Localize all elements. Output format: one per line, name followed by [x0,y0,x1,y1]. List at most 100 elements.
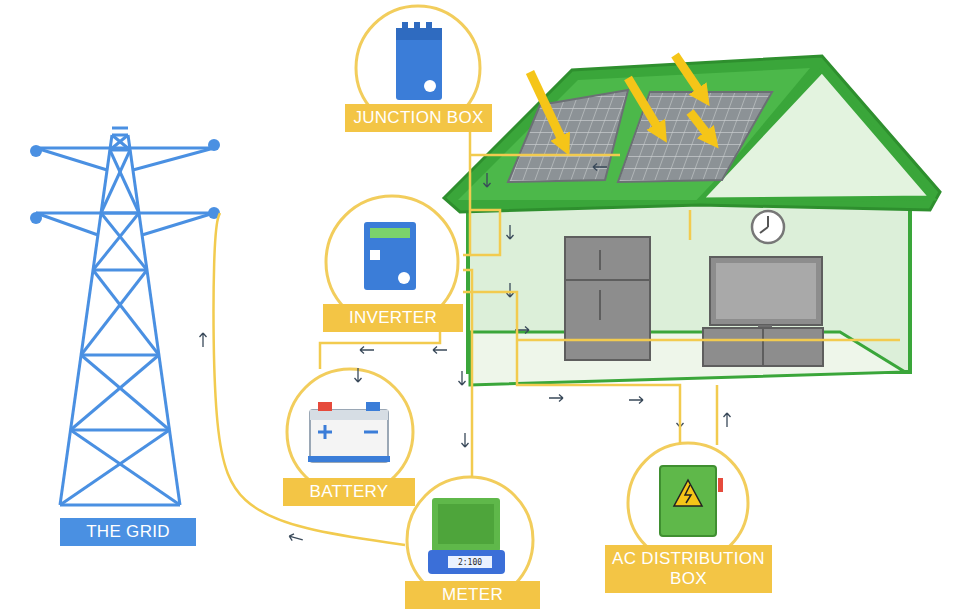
component-icon [370,228,410,238]
house-illustration [762,328,764,366]
component-label: METER [442,585,503,605]
label-band: THE GRID [60,518,196,546]
component-node: INVERTER [323,196,463,332]
flow-arrow [433,347,447,354]
house-illustration [444,56,940,385]
component-node: METER [405,477,540,609]
house-illustration [716,263,816,319]
power-wire [463,270,472,477]
component-label: THE GRID [86,522,170,542]
component-icon [432,498,500,552]
tower-strut [71,429,170,432]
flow-arrow [507,283,514,297]
wire [517,339,900,342]
house-illustration [444,56,940,212]
tower-strut [71,355,159,430]
component-circle [287,369,413,495]
tower-strut [60,430,169,505]
sunlight-arrow [690,112,708,135]
wire [470,210,500,255]
wire [716,385,719,445]
house-illustration [703,328,823,366]
transmission-tower [36,128,214,505]
house-illustration [752,211,784,243]
wire [470,155,900,445]
house-illustration [565,237,650,360]
component-icon [448,556,492,568]
house-illustration [760,216,768,233]
component-icon [685,485,691,503]
flow-arrow [200,333,207,347]
tower-strut [36,148,107,170]
tower-strut [81,270,147,355]
label-band: AC DISTRIBUTION BOX [605,545,772,593]
house-illustration [508,90,628,182]
tower-strut [93,213,139,270]
power-wire [463,292,680,443]
tower-strut [60,135,112,505]
tower-strut [93,270,159,355]
component-icon [438,504,494,544]
tower-strut [81,354,159,357]
tower-strut [36,213,98,235]
component-circle [287,6,748,603]
component-label: INVERTER [349,308,437,328]
tower-insulator [30,139,220,224]
component-icon [318,425,332,439]
flow-arrow [484,173,491,187]
label-band: JUNCTION BOX [345,104,492,132]
flow-arrow [629,397,643,404]
flow-arrow [355,368,362,382]
component-node: THE GRID [30,128,220,546]
tower-strut [128,135,180,505]
house-illustration [710,257,822,325]
label-band: BATTERY [283,478,415,506]
meter-reading: 2:100 [458,558,482,567]
tower-strut [71,430,180,505]
tower-strut [36,147,214,150]
component-node: JUNCTION BOX [345,6,492,132]
wire [470,154,620,157]
component-label: BATTERY [310,482,389,502]
sunlight-arrow [530,55,708,140]
component-icon [364,431,378,434]
house-illustration [470,332,905,385]
component-node: BATTERY [283,369,415,506]
house-illustration [565,279,650,281]
component-icon [318,402,332,411]
tower-strut [36,212,214,215]
power-wire [463,132,470,255]
flow-arrow [507,225,514,239]
flow-arrow [360,347,374,354]
house-illustration [599,250,601,270]
label-band: METER [405,581,540,609]
tower-strut [112,127,128,130]
power-wire [320,332,440,369]
component-icon [370,250,380,260]
tower-strut [93,269,147,272]
tower-insulator [30,145,42,157]
flow-arrow [593,164,607,171]
flow-arrow [200,164,731,544]
component-icon [718,478,723,492]
component-icon [424,80,436,92]
component-icon [674,480,702,506]
component-label: AC DISTRIBUTION BOX [611,549,766,589]
tower-strut [142,213,214,235]
component-icon [428,550,505,574]
tower-strut [60,504,180,507]
wire [689,210,692,240]
tower-strut [81,355,169,430]
component-node: AC DISTRIBUTION BOX [605,443,772,593]
component-icon [426,22,432,30]
tower-insulator [208,139,220,151]
label-band: INVERTER [323,304,463,332]
flow-arrow [462,433,469,447]
component-icon [308,22,723,574]
tower-strut [101,213,147,270]
sunlight-arrow [628,78,658,128]
flow-arrow [459,371,466,385]
component-icon [308,456,390,462]
component-icon [310,410,388,420]
